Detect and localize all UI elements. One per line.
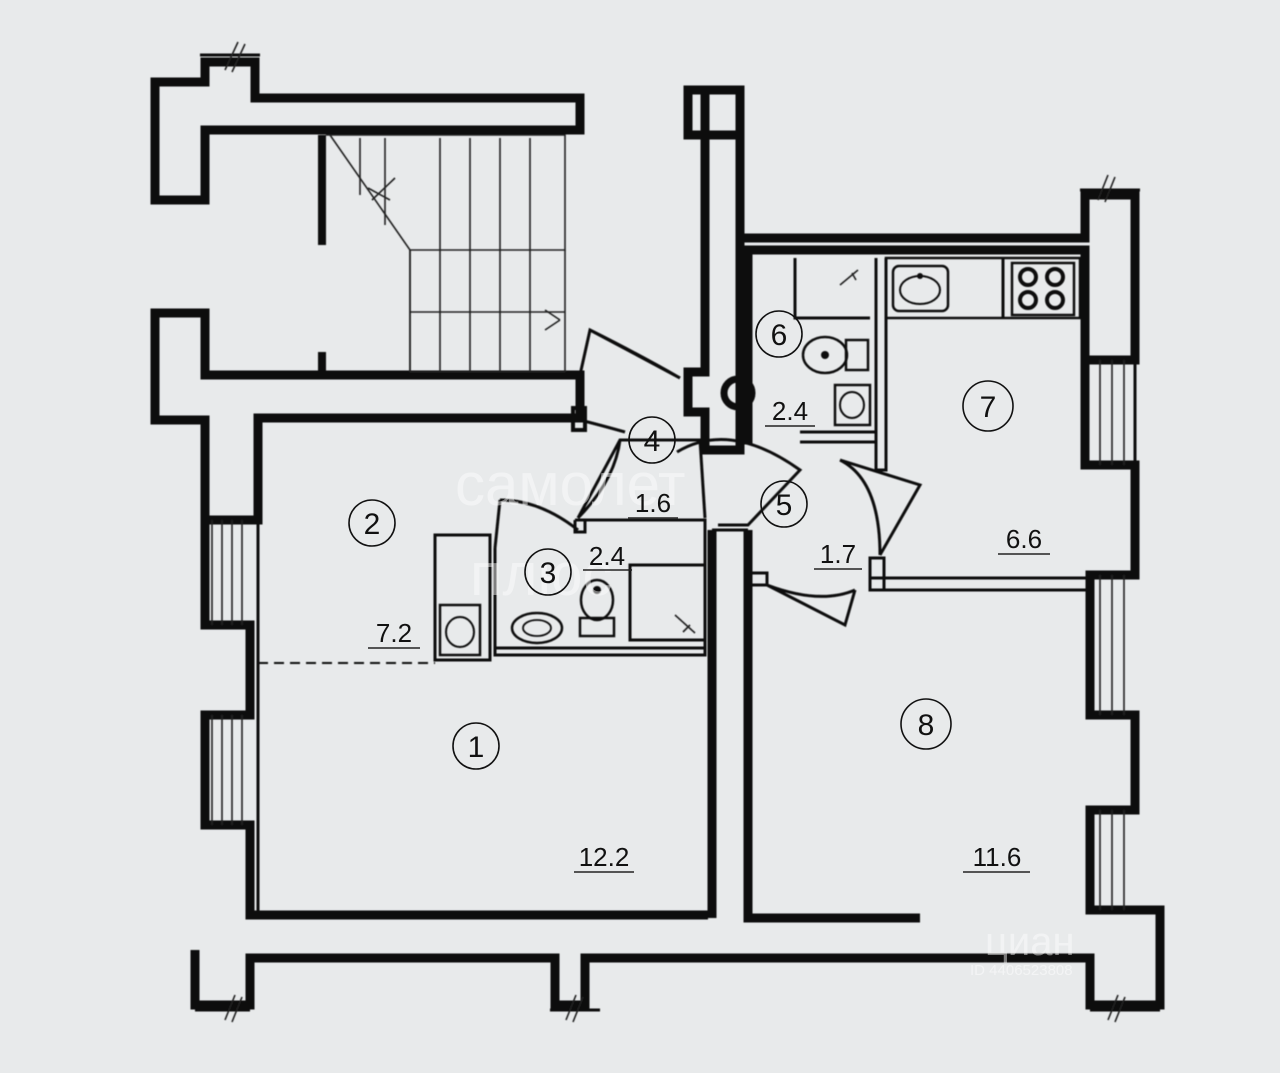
watermark-id: ID 4406523808	[970, 962, 1073, 979]
room-8-number: 8	[918, 709, 935, 742]
central-wall	[683, 85, 1140, 455]
room-5-number: 5	[776, 489, 793, 522]
room-5-area: 1.7	[820, 539, 856, 569]
doors	[493, 327, 923, 628]
watermark: самолет плюс циан ID 4406523808	[455, 451, 1075, 979]
left-wall	[200, 520, 708, 920]
room-3-area: 2.4	[589, 541, 625, 571]
room-4-area: 1.6	[635, 488, 671, 518]
washbasin-icon-room6	[833, 383, 872, 427]
room-7-number: 7	[980, 391, 997, 424]
watermark-brand-line2: плюс	[470, 541, 613, 608]
room-labels: 1 12.2 2 7.2 3 2.4 4 1.6 5 1.7 6 2.4 7 6…	[348, 310, 1050, 873]
kitchen-sink-icon	[891, 264, 950, 313]
room-7-area: 6.6	[1006, 524, 1042, 554]
right-wall	[1080, 360, 1140, 915]
room-1-number: 1	[468, 731, 485, 764]
toilet-icon-room6	[801, 335, 870, 375]
room-2-number: 2	[364, 508, 381, 541]
fixtures	[438, 256, 1082, 657]
toilet-icon-room3	[578, 578, 616, 638]
interior-walls	[258, 258, 1090, 923]
room-6-area: 2.4	[772, 396, 808, 426]
stairwell	[150, 41, 587, 525]
stove-icon	[1010, 261, 1076, 317]
room-1-area: 12.2	[579, 842, 630, 872]
room-8-area: 11.6	[973, 842, 1022, 872]
shower-icon-room3	[674, 614, 696, 634]
washbasin-icon-room3	[510, 611, 564, 645]
room-2-area: 7.2	[376, 618, 412, 648]
room-3-number: 3	[540, 557, 557, 590]
bottom-wall	[190, 905, 1165, 1023]
shower-icon-room6	[839, 269, 859, 286]
watermark-source: циан	[985, 920, 1075, 964]
room-4-number: 4	[644, 425, 661, 458]
room-6-number: 6	[771, 319, 788, 352]
washbasin-icon-room2	[438, 603, 482, 657]
